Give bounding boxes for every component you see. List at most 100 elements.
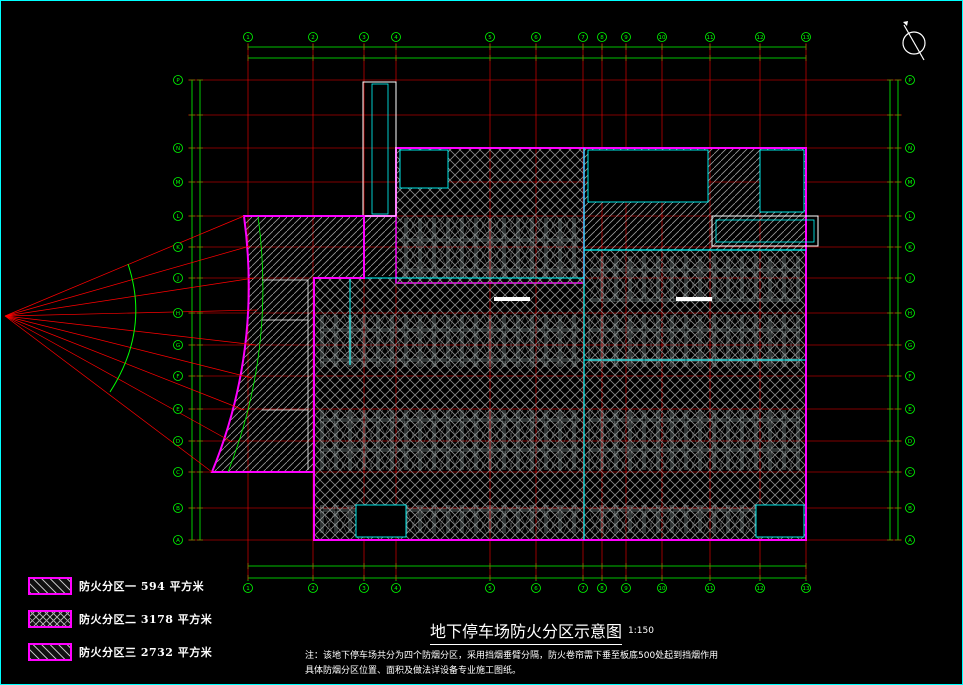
axis-bubble-circle [578,583,588,593]
legend-label: 防火分区三 2732 平方米 [79,646,213,659]
axis-bubble: F [173,371,183,381]
axis-bubble-label: F [176,374,179,380]
axis-bubble: 12 [755,583,765,593]
axis-bubble-label: A [176,538,180,544]
ramp-area [364,216,396,276]
axis-bubble-label: 4 [394,586,398,592]
axis-bubble: 2 [308,32,318,42]
axis-bubble-label: D [176,439,180,445]
axis-bubble-label: G [176,343,180,349]
axis-bubble-circle [801,583,811,593]
curved-wing-fan-lines [4,215,258,473]
radial-dimension-arc [109,263,137,393]
axis-bubble: G [905,340,915,350]
axis-bubble-circle [173,371,183,381]
axis-bubble: P [173,75,183,85]
axis-bubble-label: K [176,245,180,251]
axis-bubble-label: 8 [600,586,604,592]
axis-bubble-circle [755,32,765,42]
fire-zone-one-curved-wing [210,215,365,473]
axis-bubble: 4 [391,32,401,42]
axis-bubble: D [905,436,915,446]
wing-partition [262,279,309,470]
axis-bubble-label: F [908,374,911,380]
axis-bubble-circle [905,436,915,446]
axis-bubble-label: 5 [488,35,492,41]
axis-bubble-circle [621,32,631,42]
legend-swatch [28,643,72,661]
axis-bubble-label: 3 [362,35,366,41]
axis-bubble: 11 [705,583,715,593]
axis-bubble-circle [578,32,588,42]
axis-bubble-label: B [908,506,912,512]
axis-bubble-label: H [176,311,180,317]
axis-bubble-circle [905,75,915,85]
axis-bubble: 10 [657,32,667,42]
axis-bubble: 3 [359,32,369,42]
axis-bubble-circle [243,32,253,42]
axis-bubble: H [173,308,183,318]
axis-bubble-circle [485,583,495,593]
axis-bubble-circle [905,340,915,350]
note-line-1: 注：该地下停车场共分为四个防烟分区，采用挡烟垂臂分隔，防火卷帘需下垂至板底500… [305,651,719,661]
radial-grid-line [4,309,258,317]
axis-bubble: M [173,177,183,187]
radial-grid-line [4,245,251,317]
axis-bubble-label: N [176,146,180,152]
axis-bubble: E [905,404,915,414]
lane-label [676,297,712,301]
east-ramp-lane [715,219,815,243]
radial-grid-line [4,277,255,317]
axis-bubble: 2 [308,583,318,593]
axis-bubble-label: 4 [394,35,398,41]
axis-bubble-circle [597,583,607,593]
axis-bubble-label: 13 [803,586,810,592]
axis-bubble-circle [173,75,183,85]
axis-bubble-label: C [176,470,180,476]
axis-bubble-circle [391,32,401,42]
note-line-2: 具体防烟分区位置、面积及做法详设备专业施工图纸。 [305,666,522,676]
axis-bubble-circle [173,242,183,252]
axis-bubble-label: J [908,276,911,282]
axis-bubble: 13 [801,32,811,42]
service-room [399,149,449,189]
axis-bubble-circle [173,273,183,283]
radial-grid-line [4,315,253,379]
axis-bubble-label: P [176,78,180,84]
axis-bubble: 5 [485,583,495,593]
parking-stall-block [588,410,800,470]
axis-bubble: 10 [657,583,667,593]
axis-bubble-label: 3 [362,586,366,592]
legend-swatch [28,577,72,595]
lane-label [494,297,530,301]
axis-bubble: 4 [391,583,401,593]
axis-bubble-circle [905,211,915,221]
axis-bubble-circle [173,535,183,545]
axis-bubble-label: H [908,311,912,317]
legend-item-zone-2: 防火分区二 3178 平方米 [28,610,212,628]
axis-bubble-circle [359,583,369,593]
service-room [759,149,805,213]
axis-bubble: J [173,273,183,283]
axis-bubble-label: 9 [624,586,628,592]
axis-bubble-circle [905,404,915,414]
axis-bubble-circle [173,340,183,350]
axis-bubble-label: 6 [534,586,538,592]
axis-bubble: A [905,535,915,545]
axis-bubble: G [173,340,183,350]
axis-bubble-circle [173,211,183,221]
axis-bubble-label: 1 [246,586,250,592]
north-arrow-icon [902,21,926,61]
axis-bubble: L [173,211,183,221]
axis-bubble-label: 11 [707,586,714,592]
axis-bubble-label: 2 [311,586,315,592]
axis-bubble: 11 [705,32,715,42]
axis-bubble-label: P [908,78,912,84]
axis-bubble: 6 [531,583,541,593]
axis-bubble: M [905,177,915,187]
east-ramp [711,215,819,247]
service-room [755,504,805,538]
axis-bubble-label: J [176,276,179,282]
axis-bubble-circle [359,32,369,42]
